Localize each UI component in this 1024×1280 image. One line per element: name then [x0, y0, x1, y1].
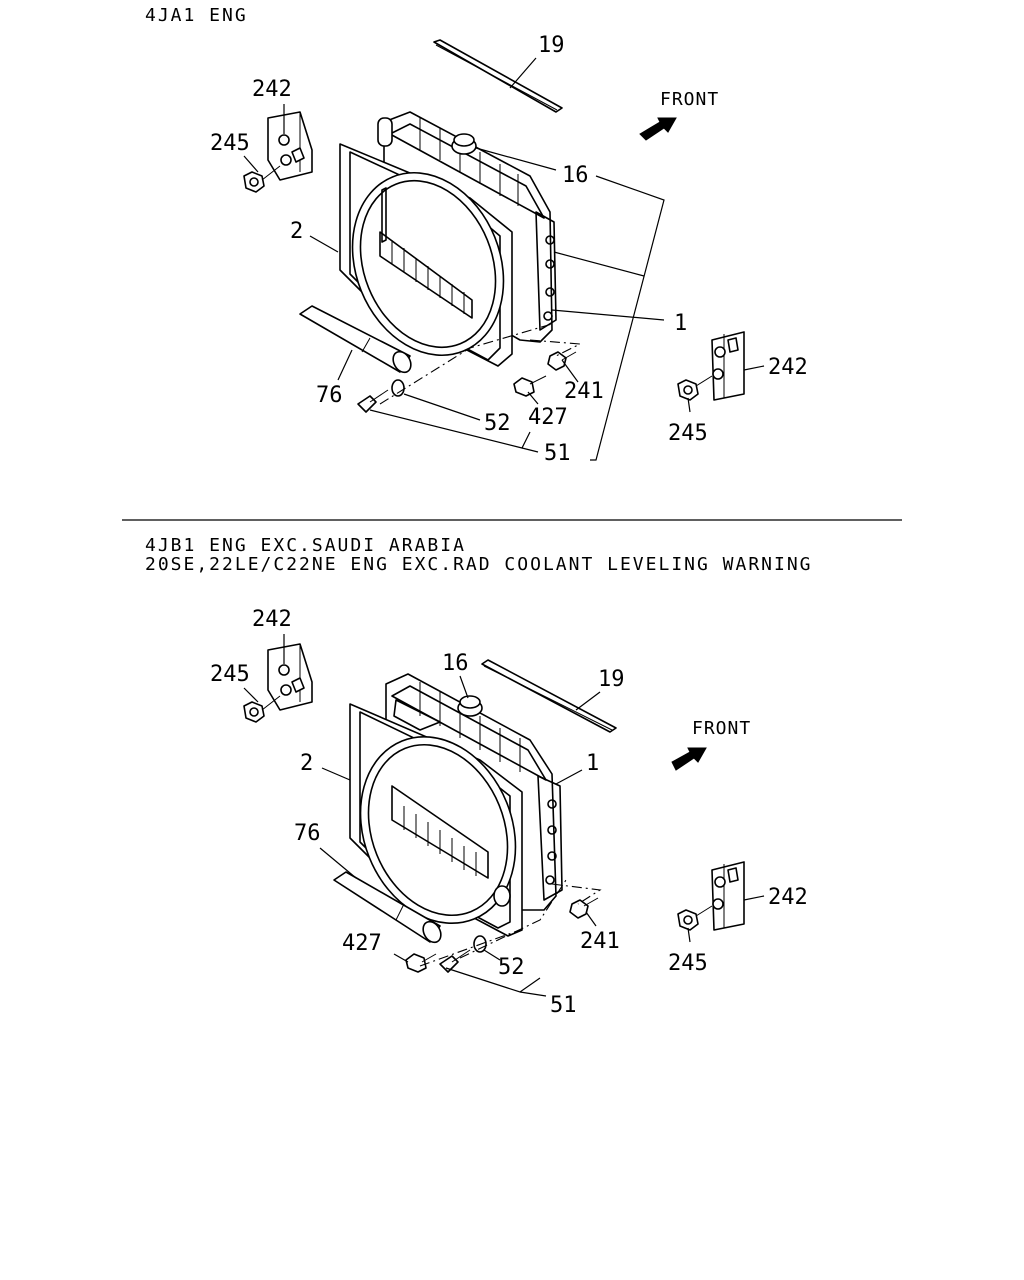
- nut-245-right: [677, 905, 713, 931]
- bolt-427: [405, 953, 437, 973]
- callout-51: 51: [544, 441, 571, 466]
- rubber-strip-19: [433, 39, 563, 113]
- callout-245-left: 245: [210, 131, 250, 156]
- washer-52: [391, 379, 405, 397]
- front-arrow-icon: [671, 747, 707, 771]
- section-2: 4JB1 ENG EXC.SAUDI ARABIA 20SE,22LE/C22N…: [145, 535, 813, 1018]
- section-1-header: 4JA1 ENG: [145, 5, 248, 26]
- mount-bracket-242-right: [711, 861, 745, 931]
- section-2-header-line-2: 20SE,22LE/C22NE ENG EXC.RAD COOLANT LEVE…: [145, 554, 813, 575]
- callout-51: 51: [550, 993, 577, 1018]
- section-2-header-line-1: 4JB1 ENG EXC.SAUDI ARABIA: [145, 535, 466, 556]
- callout-242-right: 242: [768, 355, 808, 380]
- radiator-cap-16: [451, 133, 477, 155]
- callout-16: 16: [442, 651, 469, 676]
- front-label: FRONT: [692, 718, 751, 739]
- callout-19: 19: [538, 33, 565, 58]
- mount-bracket-242-right: [711, 331, 745, 401]
- callout-76: 76: [294, 821, 321, 846]
- callout-241: 241: [564, 379, 604, 404]
- fan-shroud-2: [349, 703, 523, 937]
- front-label: FRONT: [660, 89, 719, 110]
- callout-52: 52: [498, 955, 525, 980]
- callout-76: 76: [316, 383, 343, 408]
- bolt-427: [513, 375, 547, 397]
- radiator-cap-16: [457, 695, 483, 717]
- callout-2: 2: [290, 219, 303, 244]
- callout-2: 2: [300, 751, 313, 776]
- callout-19: 19: [598, 667, 625, 692]
- callout-242-left: 242: [252, 607, 292, 632]
- front-arrow-icon: [639, 117, 677, 141]
- callout-245-right: 245: [668, 421, 708, 446]
- callout-242-right: 242: [768, 885, 808, 910]
- callout-427: 427: [342, 931, 382, 956]
- callout-245-left: 245: [210, 662, 250, 687]
- nut-245-left: [243, 695, 281, 723]
- callout-245-right: 245: [668, 951, 708, 976]
- callout-16: 16: [562, 163, 589, 188]
- drain-plug-51: [357, 389, 389, 413]
- callout-1: 1: [586, 751, 599, 776]
- drain-plug-51: [439, 949, 471, 973]
- drain-hose-76: [299, 305, 412, 374]
- callout-52: 52: [484, 411, 511, 436]
- mount-bracket-242-left: [267, 643, 313, 711]
- bolt-241: [569, 897, 599, 919]
- fan-shroud-2: [339, 143, 513, 367]
- section-1: 4JA1 ENG FRONT: [145, 5, 808, 466]
- rubber-strip-19: [481, 659, 617, 733]
- callout-427: 427: [528, 405, 568, 430]
- nut-245-right: [677, 375, 713, 401]
- drain-hose-76: [333, 871, 442, 944]
- nut-245-left: [243, 165, 281, 193]
- mount-bracket-242-left: [267, 111, 313, 181]
- callout-1: 1: [674, 311, 687, 336]
- bolt-241: [547, 351, 577, 371]
- callout-241: 241: [580, 929, 620, 954]
- callout-242-left: 242: [252, 77, 292, 102]
